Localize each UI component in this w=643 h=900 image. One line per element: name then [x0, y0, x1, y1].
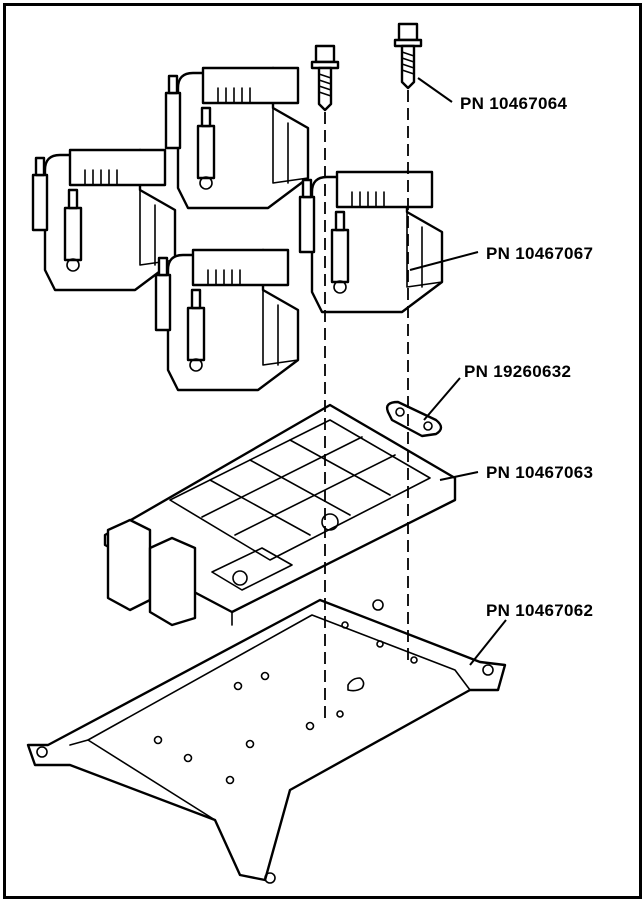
- leader-spacer: [423, 377, 461, 421]
- bolt-left: [310, 44, 340, 112]
- bolt-right: [393, 22, 423, 90]
- coil-pack-back: [164, 66, 310, 210]
- coil-pack-front: [154, 248, 300, 392]
- callout-bracket: PN 10467062: [486, 601, 594, 620]
- callout-coil: PN 10467067: [486, 244, 594, 263]
- callout-bolt: PN 10467064: [460, 94, 568, 113]
- coil-pack-left: [31, 148, 177, 292]
- leader-housing: [439, 471, 479, 481]
- leader-bracket: [469, 619, 507, 666]
- leader-coil: [409, 251, 479, 271]
- callout-housing: PN 10467063: [486, 463, 594, 482]
- coil-pack-right: [298, 170, 444, 314]
- ignition-module-housing: [103, 403, 457, 627]
- mounting-bracket: [26, 598, 507, 884]
- leader-bolt: [417, 77, 453, 103]
- spacer: [385, 400, 443, 438]
- callout-spacer: PN 19260632: [464, 362, 572, 381]
